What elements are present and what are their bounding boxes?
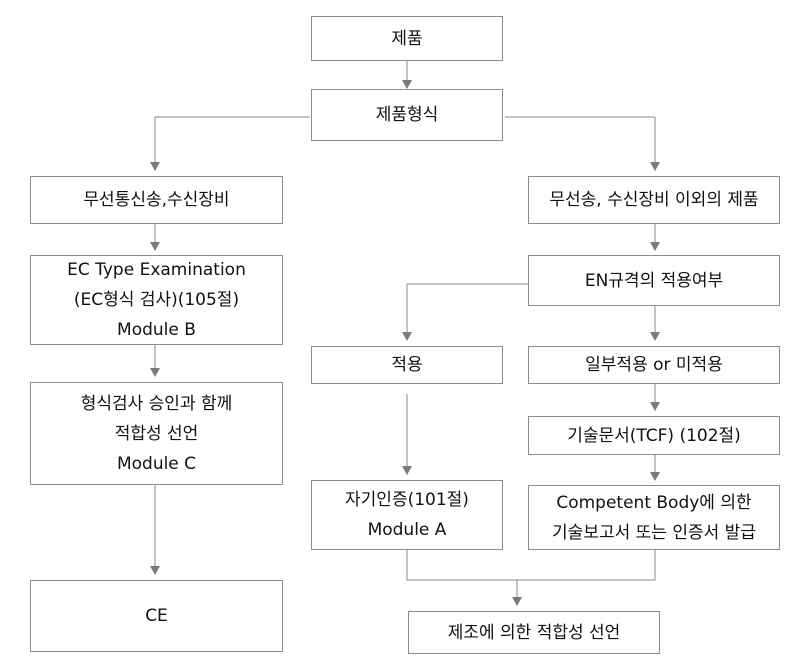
node-en-standard-applicability: EN규격의 적용여부 bbox=[528, 255, 780, 306]
node-text: Module C bbox=[116, 453, 197, 474]
node-text: 기술문서(TCF) (102절) bbox=[567, 425, 741, 446]
node-applied: 적용 bbox=[311, 346, 503, 384]
node-text: Module A bbox=[367, 520, 447, 540]
node-text: 제품형식 bbox=[375, 105, 439, 125]
node-manufacturer-declaration: 제조에 의한 적합성 선언 bbox=[408, 611, 660, 654]
node-self-certification: 자기인증(101절) Module A bbox=[311, 480, 503, 550]
node-text: 제품 bbox=[391, 28, 423, 49]
node-text: Module B bbox=[117, 320, 196, 340]
node-type-approval-declaration: 형식검사 승인과 함께 적합성 선언 Module C bbox=[30, 382, 283, 485]
node-text: 적합성 선언 bbox=[114, 423, 199, 444]
node-product-type: 제품형식 bbox=[311, 89, 503, 141]
node-text: 일부적용 or 미적용 bbox=[585, 355, 723, 375]
node-partial-or-not-applied: 일부적용 or 미적용 bbox=[528, 346, 780, 384]
node-text: Competent Body에 의한 bbox=[556, 492, 752, 513]
node-text: 적용 bbox=[391, 355, 423, 375]
node-text: 무선통신송,수신장비 bbox=[83, 190, 230, 210]
node-text: 기술보고서 또는 인증서 발급 bbox=[552, 522, 756, 543]
node-text: EC Type Examination bbox=[67, 260, 246, 280]
node-text: 무선송, 수신장비 이외의 제품 bbox=[549, 190, 759, 210]
node-text: EN규격의 적용여부 bbox=[584, 270, 724, 291]
node-text: 제조에 의한 적합성 선언 bbox=[447, 622, 621, 643]
node-product: 제품 bbox=[311, 16, 503, 61]
merge-line bbox=[406, 550, 656, 581]
node-non-radio-products: 무선송, 수신장비 이외의 제품 bbox=[528, 176, 780, 224]
node-technical-file: 기술문서(TCF) (102절) bbox=[528, 416, 780, 455]
node-text: CE bbox=[145, 606, 168, 626]
node-text: (EC형식 검사)(105절) bbox=[73, 290, 240, 310]
node-text: 자기인증(101절) bbox=[345, 490, 469, 510]
node-competent-body: Competent Body에 의한 기술보고서 또는 인증서 발급 bbox=[528, 485, 780, 550]
node-ce: CE bbox=[30, 580, 283, 652]
node-text: 형식검사 승인과 함께 bbox=[80, 393, 233, 414]
node-ec-type-exam: EC Type Examination (EC형식 검사)(105절) Modu… bbox=[30, 255, 283, 345]
node-radio-equipment: 무선통신송,수신장비 bbox=[30, 176, 283, 224]
